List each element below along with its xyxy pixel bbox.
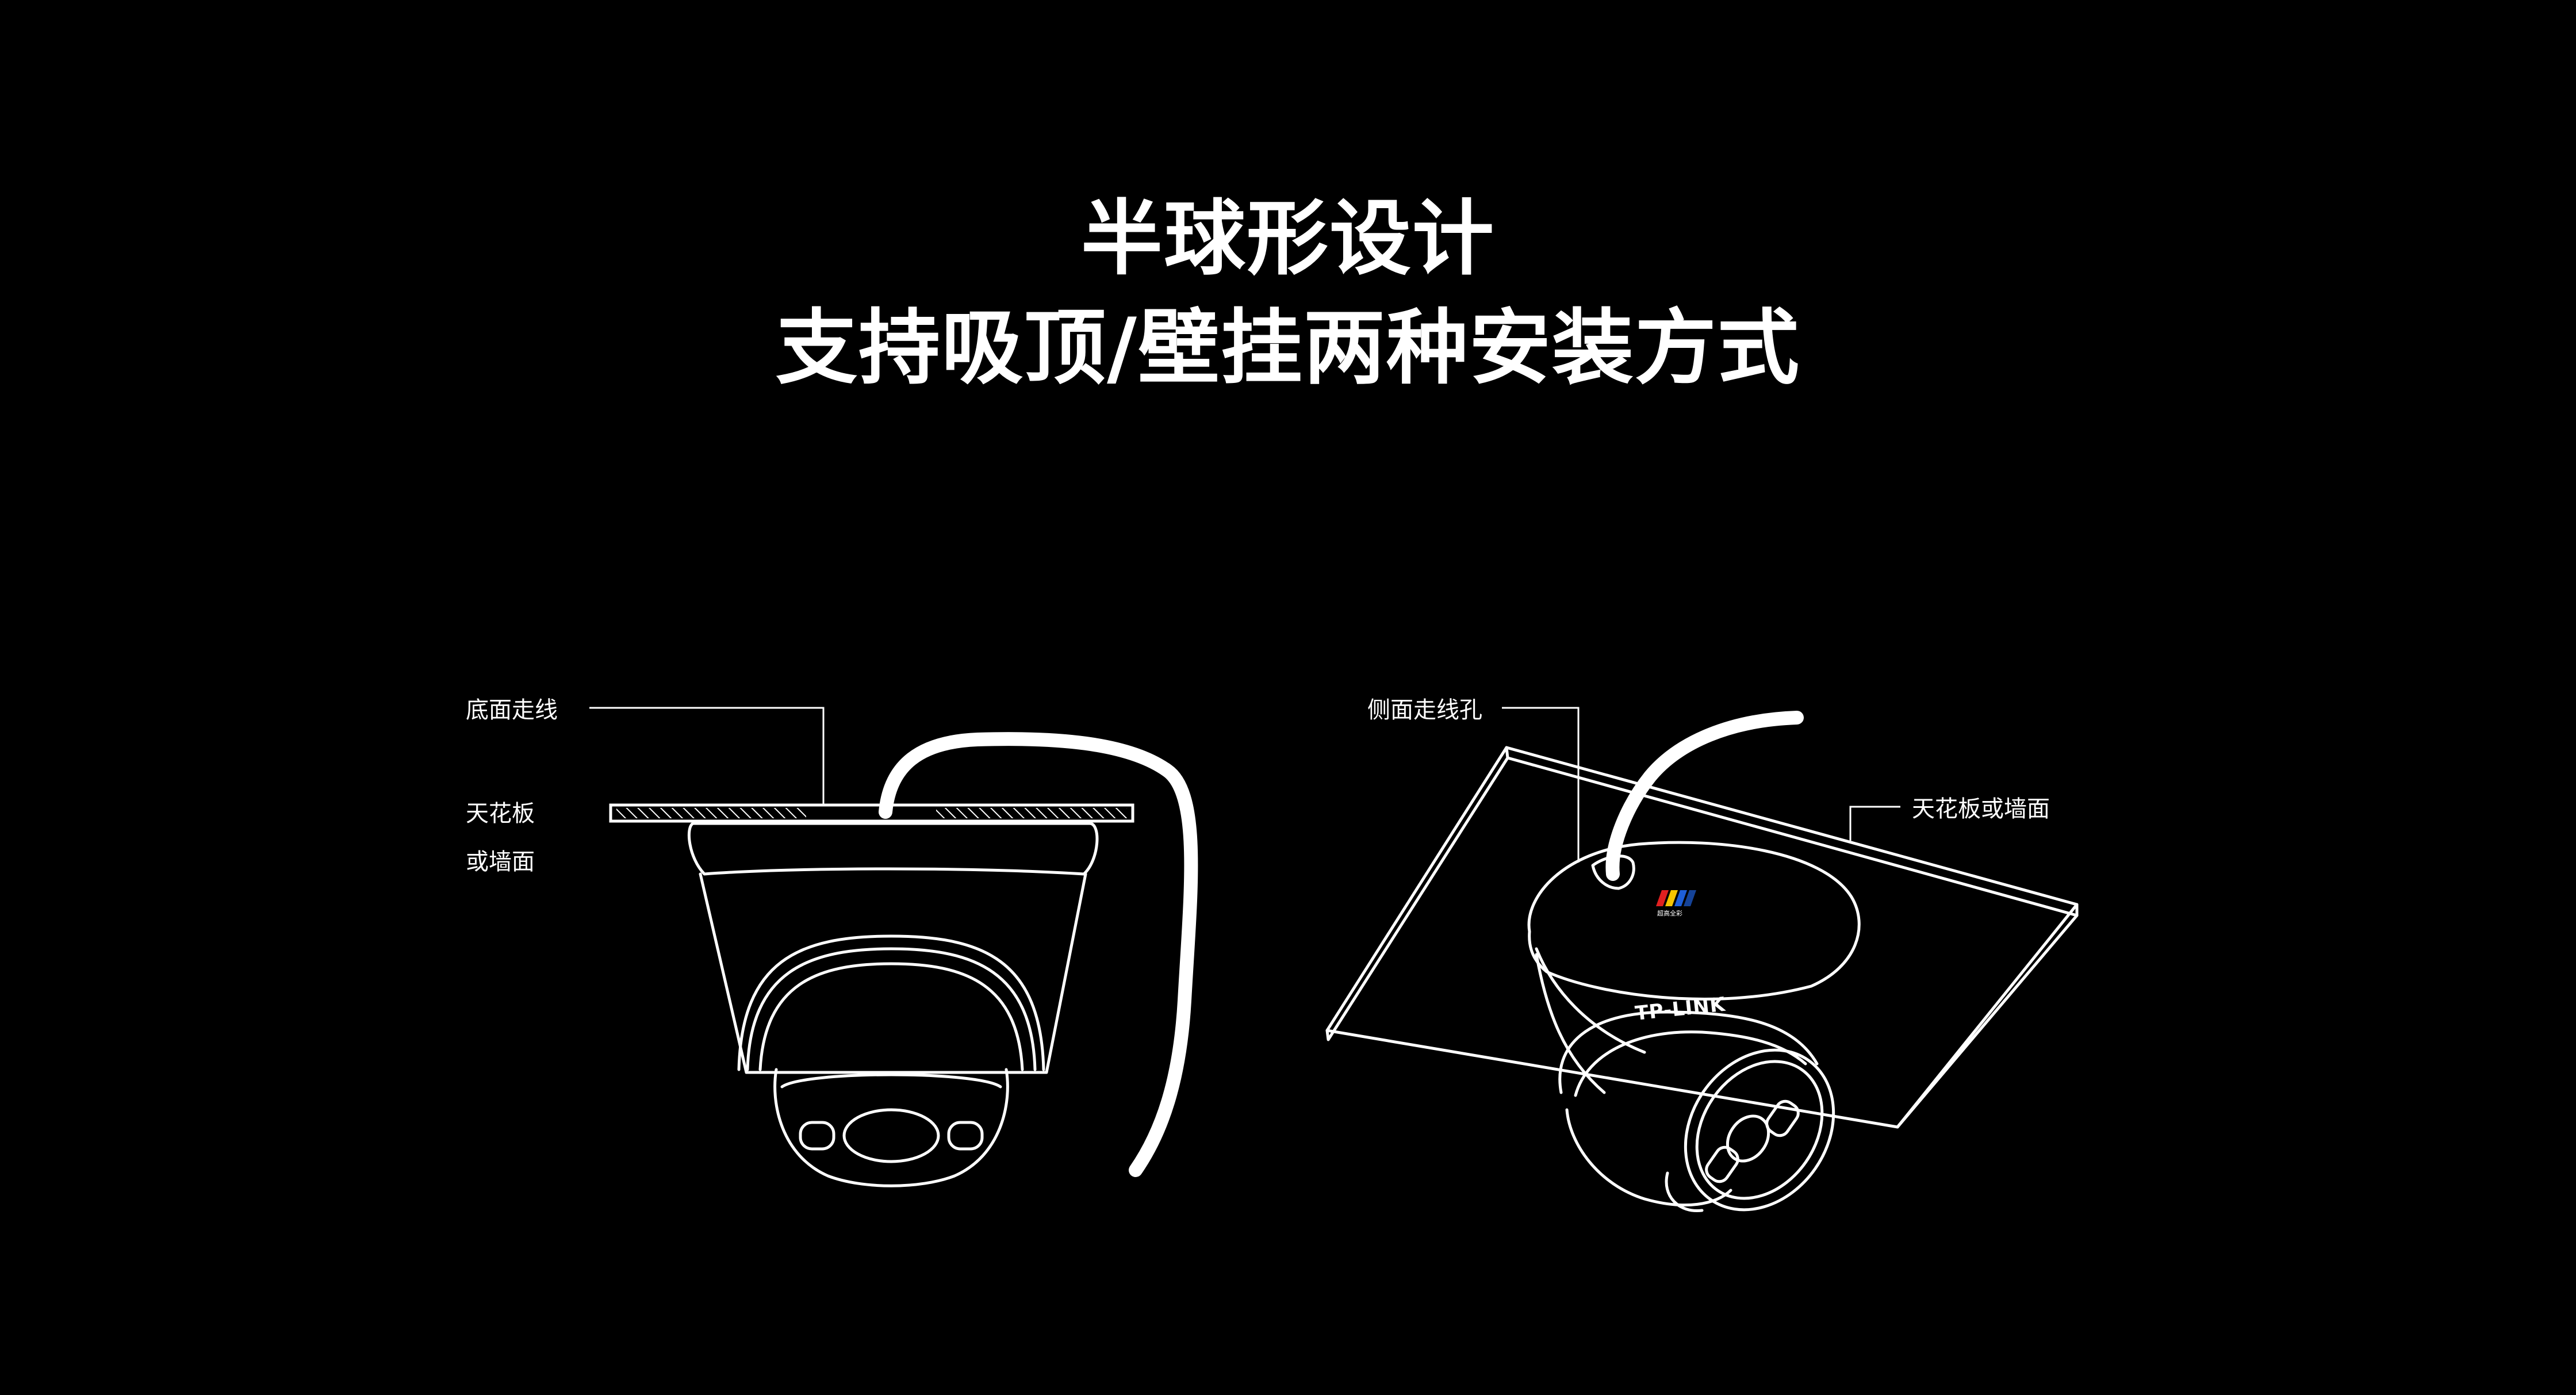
right-camera-diagram: TP-LINK 超高全彩 bbox=[1325, 707, 2079, 1213]
left-camera-base bbox=[687, 822, 1099, 876]
right-cable bbox=[1605, 711, 1804, 881]
label-ceiling-line2: 或墙面 bbox=[466, 849, 535, 875]
label-ceiling-or-wall: 天花板或墙面 bbox=[1912, 796, 2050, 822]
left-camera-diagram bbox=[589, 707, 1198, 1187]
badge-text: 超高全彩 bbox=[1657, 909, 1682, 917]
right-ir-led-right bbox=[1765, 1099, 1800, 1137]
left-ir-led-right bbox=[947, 1121, 984, 1151]
label-side-wiring-hole: 侧面走线孔 bbox=[1367, 697, 1482, 723]
brand-logo-text: TP-LINK bbox=[1634, 993, 1727, 1025]
left-camera-ball bbox=[737, 934, 1045, 1071]
right-camera-lens-module bbox=[1684, 1048, 1835, 1212]
right-camera-lens bbox=[1726, 1114, 1770, 1163]
left-camera-lens bbox=[842, 1108, 940, 1163]
ceiling-panel bbox=[1325, 746, 2079, 1129]
left-camera-body bbox=[699, 872, 1087, 1074]
color-badge: 超高全彩 bbox=[1656, 890, 1696, 917]
right-camera-ball-bottom bbox=[1565, 1108, 1732, 1207]
headline-line-1: 半球形设计 bbox=[1081, 191, 1495, 286]
left-camera-lens-module bbox=[773, 1068, 1009, 1187]
label-bottom-wiring: 底面走线 bbox=[466, 697, 558, 723]
right-camera-ball-top bbox=[1558, 1010, 1819, 1094]
headline-line-2: 支持吸顶/壁挂两种安装方式 bbox=[776, 301, 1800, 396]
leader-side-wiring-hole bbox=[1502, 707, 1580, 863]
label-ceiling-line1: 天花板 bbox=[466, 800, 535, 827]
right-camera-base bbox=[1527, 841, 1861, 1001]
leader-ceiling-or-wall bbox=[1849, 806, 1900, 841]
left-ir-led-left bbox=[799, 1121, 835, 1151]
right-ir-led-left bbox=[1705, 1145, 1739, 1183]
left-cable bbox=[879, 732, 1198, 1177]
leader-bottom-wiring bbox=[589, 707, 825, 807]
